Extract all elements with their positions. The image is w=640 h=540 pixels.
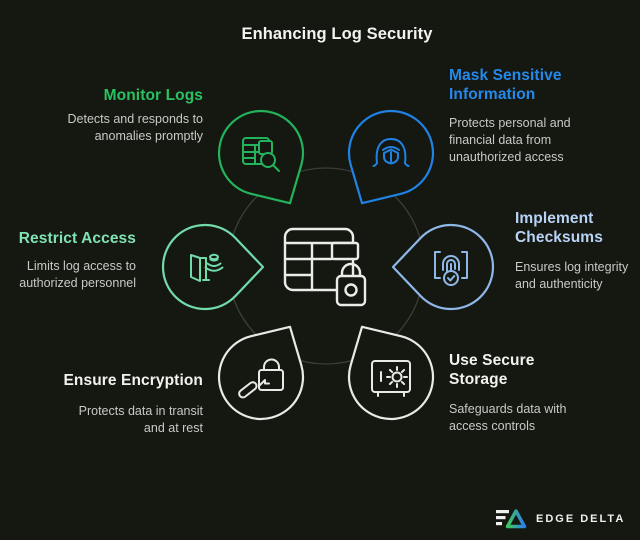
ensure-encryption-text: Ensure Encryption Protects data in trans…: [43, 371, 203, 437]
use-secure-storage-text: Use Secure Storage Safeguards data with …: [449, 351, 604, 435]
masked-person-icon: [372, 138, 410, 167]
use-secure-storage-description: Safeguards data with access controls: [449, 402, 567, 433]
monitor-logs-heading: Monitor Logs: [103, 87, 203, 104]
fingerprint-check-icon: [434, 251, 468, 286]
edge-delta-logo-text: EDGE DELTA: [536, 512, 626, 525]
restrict-access-description: Limits log access to authorized personne…: [19, 259, 136, 290]
implement-checksums-bubble: [391, 223, 495, 311]
restrict-access-bubble: [161, 223, 265, 311]
ensure-encryption-description: Protects data in transit and at rest: [78, 404, 203, 435]
use-secure-storage-bubble: [347, 325, 435, 421]
ensure-encryption-bubble: [217, 325, 305, 421]
log-table-lock-icon: [283, 227, 367, 307]
mask-sensitive-bubble: [347, 109, 435, 205]
implement-checksums-text: Implement Checksums Ensures log integrit…: [515, 209, 640, 293]
log-table-search-icon: [242, 137, 280, 172]
mask-sensitive-heading: Mask Sensitive Information: [449, 67, 562, 103]
restrict-access-text: Restrict Access Limits log access to aut…: [6, 229, 136, 292]
monitor-logs-description: Detects and responds to anomalies prompt…: [67, 112, 204, 143]
monitor-logs-bubble: [217, 109, 305, 205]
edge-delta-logo: EDGE DELTA: [496, 507, 625, 530]
implement-checksums-description: Ensures log integrity and authenticity: [515, 260, 629, 291]
page-title: Enhancing Log Security: [241, 25, 433, 43]
monitor-logs-text: Monitor Logs Detects and responds to ano…: [33, 86, 204, 145]
use-secure-storage-heading: Use Secure Storage: [449, 352, 535, 388]
ensure-encryption-heading: Ensure Encryption: [63, 372, 203, 389]
mask-sensitive-text: Mask Sensitive Information Protects pers…: [449, 66, 624, 166]
key-lock-icon: [238, 358, 284, 399]
edge-delta-logo-icon: [496, 509, 527, 529]
implement-checksums-heading: Implement Checksums: [515, 210, 603, 246]
mask-sensitive-description: Protects personal and financial data fro…: [449, 116, 571, 164]
restrict-access-heading: Restrict Access: [18, 230, 136, 247]
safe-vault-icon: [371, 360, 411, 397]
door-access-icon: [190, 253, 224, 282]
